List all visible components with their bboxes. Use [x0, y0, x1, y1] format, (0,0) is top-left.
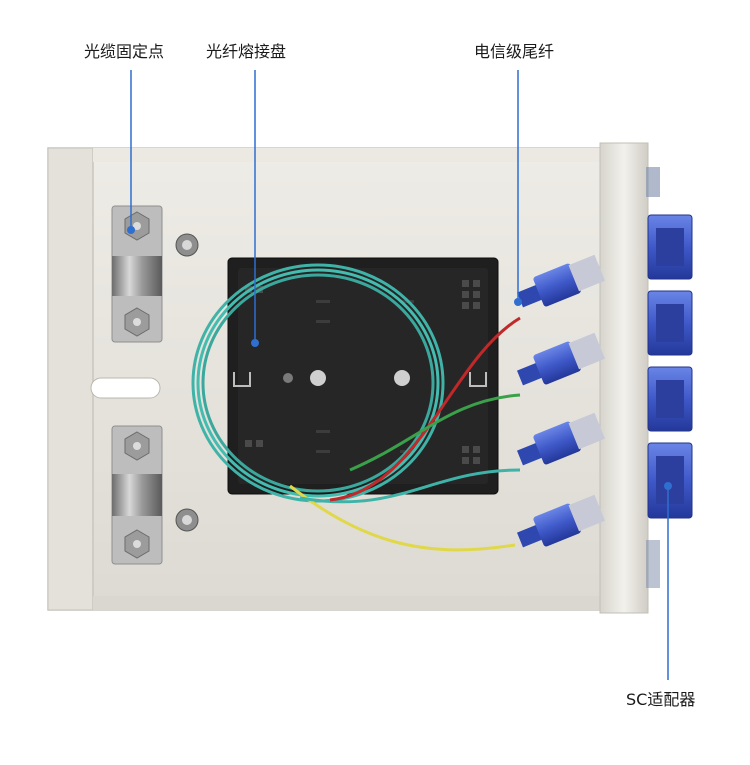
cable-clamp-top [112, 206, 162, 342]
sc-adapter [648, 443, 692, 518]
label-sc-adapter: SC适配器 [626, 690, 695, 710]
splice-tray [228, 258, 498, 494]
sc-adapter [648, 291, 692, 355]
sc-adapter [648, 215, 692, 279]
ground-screw-bottom [176, 509, 198, 531]
label-pigtail: 电信级尾纤 [474, 42, 554, 62]
cable-clamp-bottom [112, 426, 162, 564]
label-splice-tray: 光纤熔接盘 [206, 42, 286, 62]
label-cable-fix-point: 光缆固定点 [84, 42, 164, 62]
sc-adapter [648, 367, 692, 431]
sc-adapters [648, 215, 692, 518]
ground-screw-top [176, 234, 198, 256]
